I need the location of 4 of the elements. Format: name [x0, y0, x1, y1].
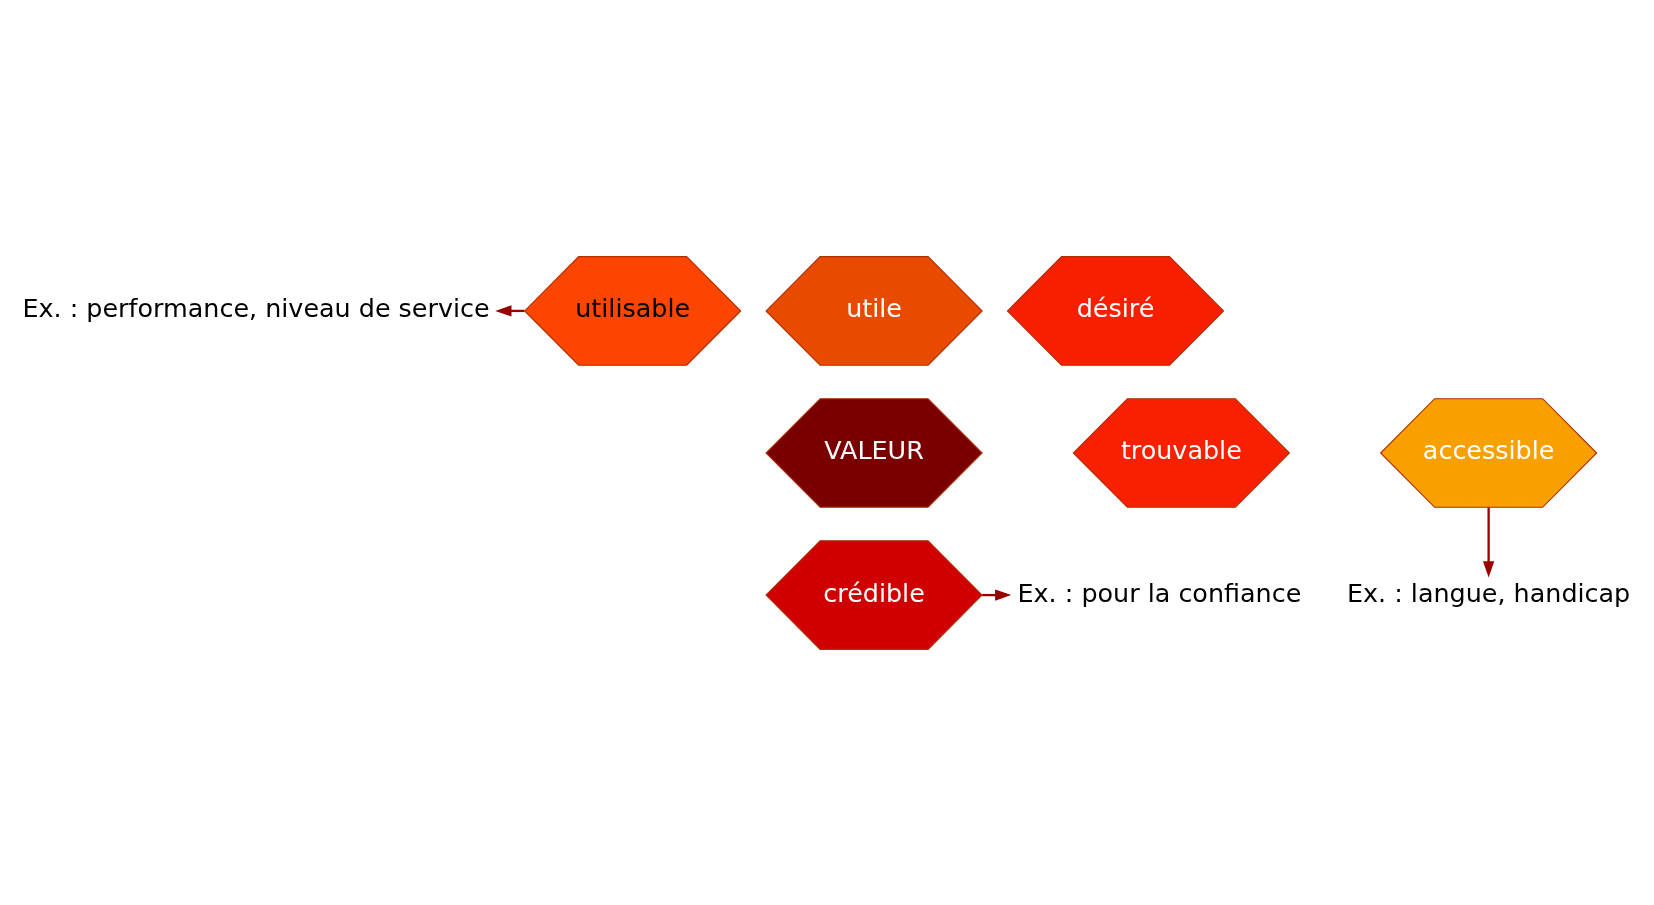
node-text: Ex. : langue, handicap	[1347, 577, 1631, 608]
node-text: Ex. : performance, niveau de service	[22, 292, 490, 323]
node-text: Ex. : pour la confiance	[1017, 577, 1302, 608]
arrow	[1482, 506, 1495, 577]
